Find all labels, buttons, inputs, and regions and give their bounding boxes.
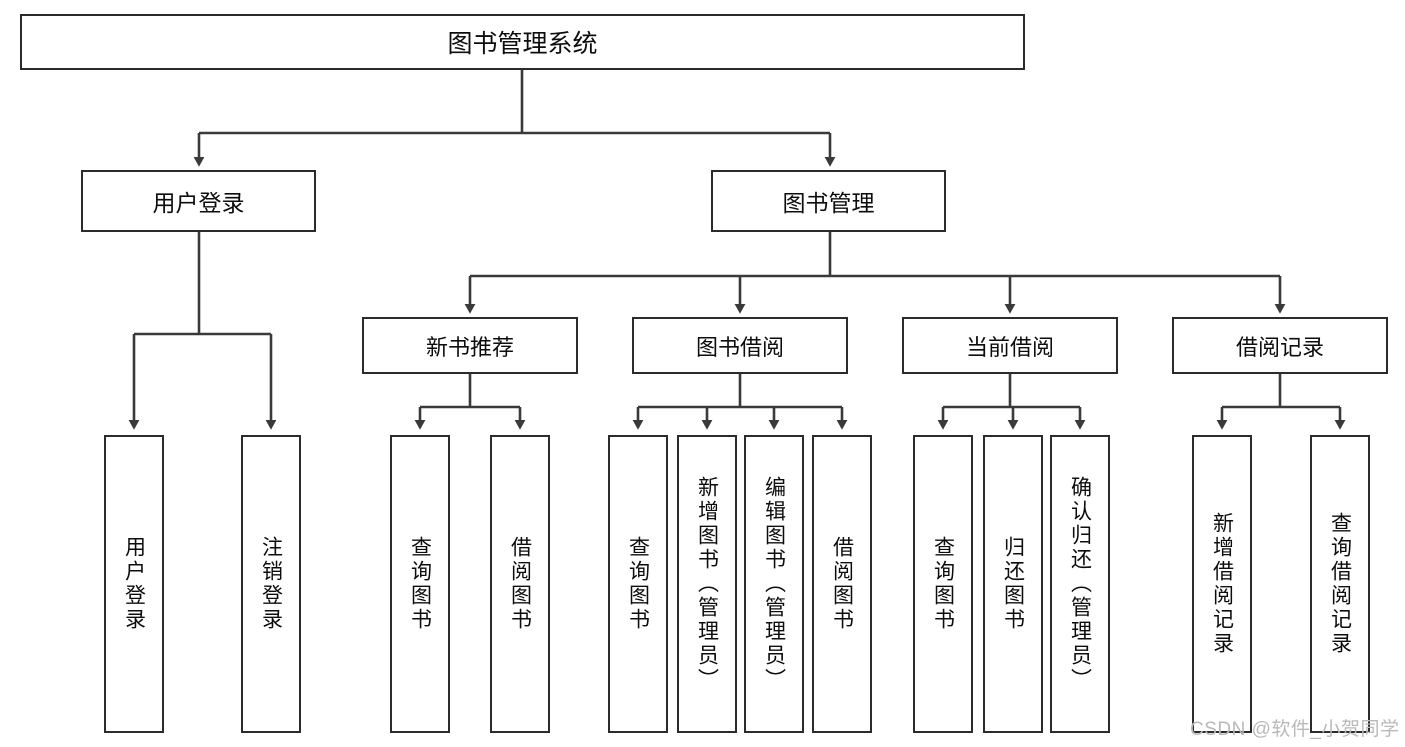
leaf-label: 归还图书 — [1001, 536, 1025, 632]
node-current-borrow: 当前借阅 — [902, 317, 1118, 374]
leaf-borrow-borrow-book: 借阅图书 — [812, 435, 872, 733]
leaf-label: 查询图书 — [931, 536, 955, 632]
leaf-user-login-signout: 注销登录 — [241, 435, 301, 733]
leaf-current-return-book: 归还图书 — [983, 435, 1043, 733]
leaf-recommend-query-book: 查询图书 — [390, 435, 450, 733]
leaf-label: 注销登录 — [259, 536, 283, 632]
node-borrow-record-label: 借阅记录 — [1235, 334, 1324, 360]
leaf-label: 确认归还（管理员） — [1068, 476, 1092, 692]
leaf-current-confirm-return: 确认归还（管理员） — [1050, 435, 1110, 733]
leaf-current-query-book: 查询图书 — [913, 435, 973, 733]
node-new-book-recommend: 新书推荐 — [362, 317, 578, 374]
node-root: 图书管理系统 — [20, 14, 1025, 70]
node-book-management-label: 图书管理 — [782, 190, 875, 216]
leaf-record-add-record: 新增借阅记录 — [1192, 435, 1252, 733]
watermark: CSDN @软件_小贺同学 — [1190, 719, 1400, 740]
node-root-label: 图书管理系统 — [447, 30, 598, 58]
leaf-record-query-record: 查询借阅记录 — [1310, 435, 1370, 733]
leaf-recommend-borrow-book: 借阅图书 — [490, 435, 550, 733]
node-current-borrow-label: 当前借阅 — [965, 334, 1054, 360]
node-book-borrow: 图书借阅 — [632, 317, 848, 374]
node-new-book-recommend-label: 新书推荐 — [425, 334, 514, 360]
leaf-label: 借阅图书 — [830, 536, 854, 632]
leaf-label: 查询图书 — [408, 536, 432, 632]
node-user-login-label: 用户登录 — [152, 190, 245, 216]
node-book-borrow-label: 图书借阅 — [695, 334, 784, 360]
leaf-user-login-signin: 用户登录 — [104, 435, 164, 733]
leaf-label: 新增借阅记录 — [1210, 512, 1234, 656]
leaf-borrow-query-book: 查询图书 — [608, 435, 668, 733]
leaf-label: 新增图书（管理员） — [695, 476, 719, 692]
leaf-label: 编辑图书（管理员） — [762, 476, 786, 692]
node-borrow-record: 借阅记录 — [1172, 317, 1388, 374]
leaf-borrow-edit-book: 编辑图书（管理员） — [744, 435, 804, 733]
leaf-label: 用户登录 — [122, 536, 146, 632]
leaf-label: 借阅图书 — [508, 536, 532, 632]
leaf-label: 查询图书 — [626, 536, 650, 632]
node-user-login: 用户登录 — [81, 170, 316, 232]
leaf-label: 查询借阅记录 — [1328, 512, 1352, 656]
leaf-borrow-add-book: 新增图书（管理员） — [677, 435, 737, 733]
node-book-management: 图书管理 — [711, 170, 946, 232]
